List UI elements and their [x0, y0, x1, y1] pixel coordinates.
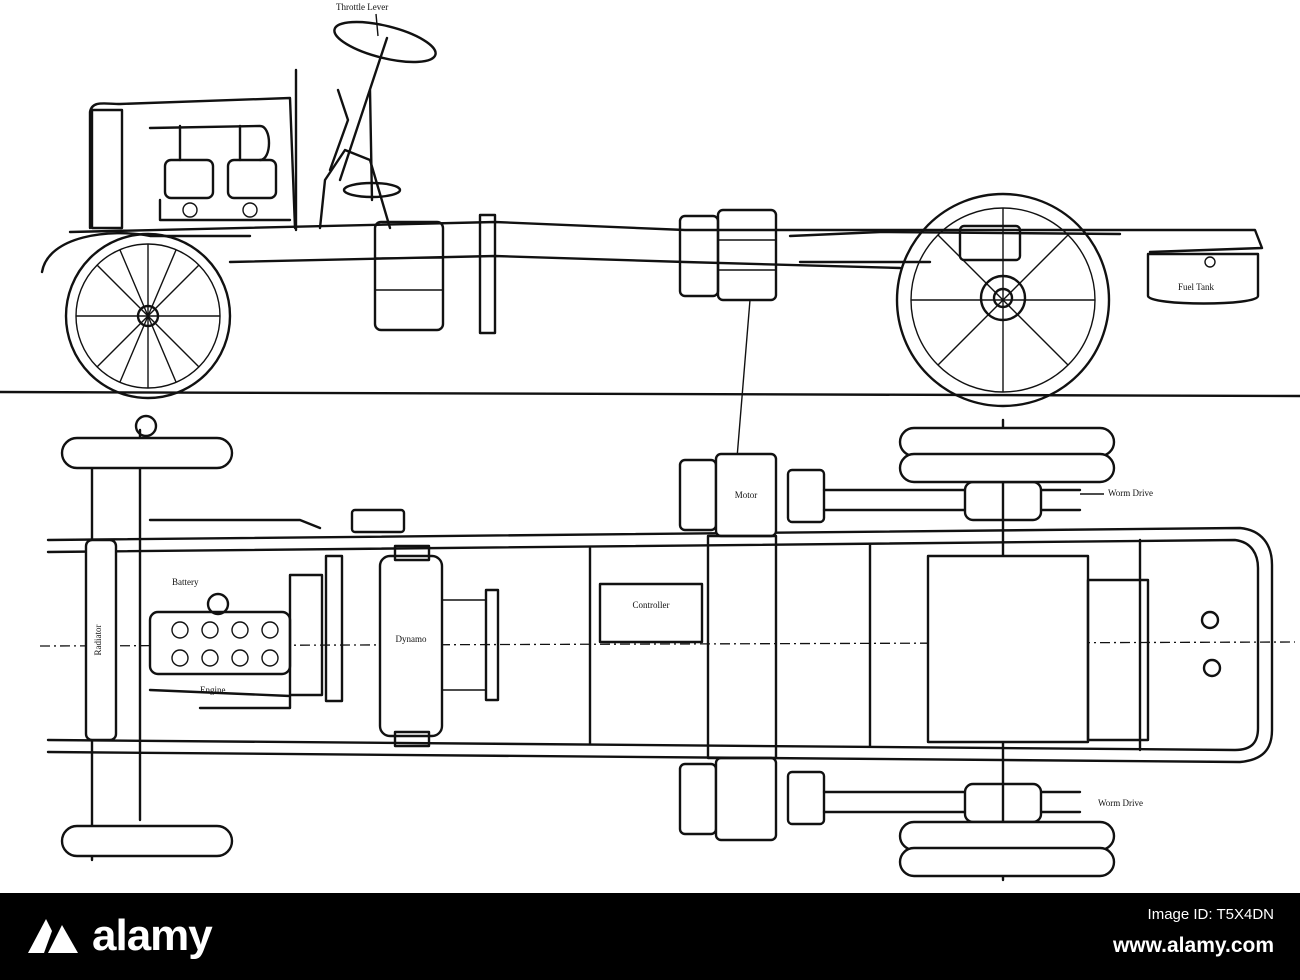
image-id-value: T5X4DN	[1216, 906, 1274, 923]
fuel-tank	[1146, 252, 1260, 305]
battery-label: Battery	[172, 577, 199, 587]
front-wheel-bottom-plan	[60, 824, 234, 858]
worm-drive-lower-label: Worm Drive	[1098, 798, 1143, 808]
dynamo-side	[373, 213, 497, 335]
steering-knob	[134, 414, 158, 438]
plan-view: Radiator Battery Engine	[39, 414, 1296, 882]
plan-frame-outer	[46, 526, 1274, 764]
footer-meta: Image ID: T5X4DN www.alamy.com	[1113, 905, 1274, 961]
rear-wheel-top-plan	[898, 426, 1116, 484]
image-id-line: Image ID: T5X4DN	[1113, 905, 1274, 925]
steering-wheel	[333, 20, 437, 64]
brake-pedal-disc	[342, 181, 402, 199]
controller-box	[598, 582, 704, 644]
rear-bracket	[1086, 578, 1150, 742]
engine-plan	[148, 554, 344, 710]
rear-lamp-bottom	[1202, 658, 1222, 678]
seat-frame	[318, 148, 392, 230]
throttle-lever-label: Throttle Lever	[336, 2, 388, 12]
brand-name: alamy	[92, 911, 213, 960]
side-frame-rail	[68, 220, 1264, 254]
radiator-plan	[84, 538, 118, 742]
rear-wheel-bottom-plan	[898, 820, 1116, 878]
front-wheel-top-plan	[60, 436, 234, 470]
engine-label: Engine	[200, 685, 226, 695]
front-fender	[40, 231, 252, 274]
radiator-label: Radiator	[93, 625, 103, 656]
brand: alamy	[22, 907, 213, 965]
stock-footer: alamy Image ID: T5X4DN www.alamy.com	[0, 893, 1300, 980]
engine-cylinders	[148, 124, 292, 222]
differential-housing	[958, 224, 1022, 262]
motor-label: Motor	[735, 490, 758, 500]
plan-frame-inner	[46, 538, 1260, 752]
engine-hood	[88, 96, 297, 230]
dynamo-plan	[378, 544, 500, 748]
front-wheel	[64, 232, 232, 400]
worm-drive-upper-label: Worm Drive	[1108, 488, 1153, 498]
side-elevation: Throttle Lever Fuel Tank	[0, 2, 1300, 408]
image-id-label: Image ID:	[1147, 906, 1213, 923]
motor-side	[678, 208, 778, 302]
view-leader-line	[735, 299, 751, 471]
controller-label: Controller	[633, 600, 670, 610]
chassis-diagram: Throttle Lever Fuel Tank	[0, 2, 1300, 882]
radiator-side	[90, 108, 124, 230]
drag-link	[148, 518, 322, 530]
steering-column	[338, 36, 389, 182]
alamy-logo-icon	[28, 919, 78, 953]
drive-shaft	[788, 230, 1122, 238]
side-frame-lower	[228, 254, 902, 270]
dynamo-label: Dynamo	[396, 634, 427, 644]
motor-plan-top	[678, 452, 826, 538]
motor-plan-bottom	[678, 756, 826, 842]
control-levers	[328, 88, 374, 202]
ground-line	[0, 390, 1300, 398]
battery-box-plan	[350, 508, 406, 534]
throttle-leader	[375, 13, 379, 37]
fuel-tank-label: Fuel Tank	[1178, 282, 1214, 292]
rear-wheel	[895, 192, 1111, 408]
rear-lamp-top	[1200, 610, 1220, 630]
footer-url[interactable]: www.alamy.com	[1112, 934, 1274, 957]
fuel-tank-plan	[926, 554, 1090, 744]
motor-cross-frame	[706, 534, 778, 760]
